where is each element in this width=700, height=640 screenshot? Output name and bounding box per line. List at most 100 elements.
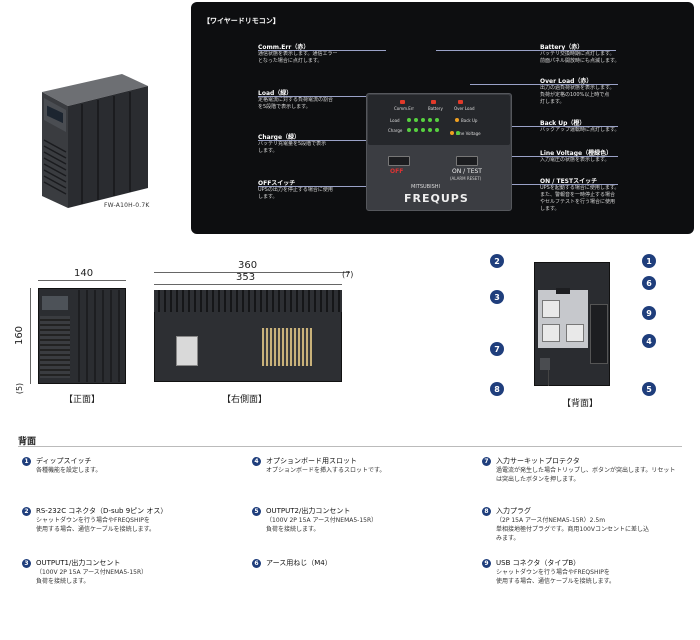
charge-led <box>435 128 439 132</box>
side-component-view <box>262 328 312 366</box>
back-view-caption: 【背面】 <box>562 399 599 409</box>
battery-panel-label: Battery <box>428 106 443 111</box>
spec-item: 2 RS-232C コネクタ（D-sub 9ピン オス） シャットダウンを行う場… <box>22 506 222 534</box>
spec-item: 3 OUTPUT1/出力コンセント （100V 2P 15A アース付NEMA5… <box>22 558 222 586</box>
spec-desc: オプションボードを挿入するスロットです。 <box>266 467 386 474</box>
off-button[interactable] <box>388 156 410 166</box>
spec-item: 7 入力サーキットプロテクタ 過電流が発生した場合トリップし、ボタンが突出します… <box>482 456 696 484</box>
load-led <box>428 118 432 122</box>
remote-title: 【ワイヤードリモコン】 <box>203 17 280 25</box>
spec-title: RS-232C コネクタ（D-sub 9ピン オス） <box>36 507 168 515</box>
callout-desc: 負荷が定格の100%以上時で点 <box>540 92 610 98</box>
spec-desc: は突出したボタンを押します。 <box>496 476 580 483</box>
callout-desc: 定格電流に対する負荷電流の割合 <box>258 97 334 103</box>
callout-label: Over Load（赤） <box>540 78 593 85</box>
callout-desc: を5段階で表示します。 <box>258 104 311 110</box>
spec-number: 5 <box>252 507 261 516</box>
spec-item: 4 オプションボード用スロット オプションボードを挿入するスロットです。 <box>252 456 452 475</box>
callout-number-1: 1 <box>642 254 656 268</box>
front-side-pattern <box>72 290 124 382</box>
callout-desc: します。 <box>540 206 560 212</box>
comm-err-led <box>400 100 405 104</box>
callout-desc: 出力の過負荷状態を表示します。 <box>540 85 615 91</box>
callout-line-voltage: Line Voltage（橙緑色） 入力電圧の状態を表示します。 <box>540 148 690 164</box>
load-led <box>414 118 418 122</box>
callout-desc: します。 <box>258 194 278 200</box>
side-extra-value: (7) <box>342 270 354 279</box>
leader-line <box>480 184 618 185</box>
line-voltage-led <box>456 131 460 135</box>
width-dimension-line <box>38 280 126 281</box>
callout-label: Comm.Err（赤） <box>258 44 310 51</box>
load-led <box>435 118 439 122</box>
callout-label: Charge（緑） <box>258 134 301 141</box>
spec-desc: 各種機能を設定します。 <box>36 467 102 474</box>
spec-number: 8 <box>482 507 491 516</box>
option-slot <box>590 304 608 364</box>
leader-line <box>436 50 616 51</box>
spec-desc: 使用する場合、通信ケーブルを接続します。 <box>36 526 156 533</box>
spec-number: 2 <box>22 507 31 516</box>
front-height-value: 160 <box>14 325 26 346</box>
spec-desc: （2P 15A アース付NEMA5-15R）2.5m <box>496 517 606 524</box>
rs232c-port <box>556 288 570 294</box>
spec-desc: シャットダウンを行う場合やFREQSHIPを <box>36 517 150 524</box>
callout-battery: Battery（赤） バッテリ交換時期に点灯します。 前面パネル開放時にも点滅し… <box>540 42 690 65</box>
side-view-caption: 【右側面】 <box>222 395 268 405</box>
callout-desc: となった場合に点灯します。 <box>258 58 323 64</box>
outlet-2 <box>542 324 560 342</box>
callout-comm-err: Comm.Err（赤） 通信状態を表示します。通信エラー となった場合に点灯しま… <box>258 42 358 65</box>
off-button-label: OFF <box>390 168 404 175</box>
callout-number-3: 3 <box>490 290 504 304</box>
brand-label: MITSUBISHI <box>411 184 440 190</box>
callout-back-up: Back Up（橙） バックアップ運転時に点灯します。 <box>540 118 690 134</box>
callout-desc: UPSを起動する場合に使用します。 <box>540 185 620 191</box>
leader-line <box>258 50 386 51</box>
side-total-dimension-line <box>154 272 350 273</box>
spec-title: オプションボード用スロット <box>266 457 357 465</box>
side-label <box>176 336 198 366</box>
side-total-value: 360 <box>238 260 258 271</box>
outlet-1 <box>542 300 560 318</box>
spec-title: 入力プラグ <box>496 507 531 515</box>
spec-item: 5 OUTPUT2/出力コンセント （100V 2P 15A アース付NEMA5… <box>252 506 452 534</box>
callout-number-9: 9 <box>642 306 656 320</box>
over-load-led <box>458 100 463 104</box>
callout-label: ON / TESTスイッチ <box>540 178 598 185</box>
line-voltage-led <box>450 131 454 135</box>
back-up-led <box>455 118 459 122</box>
leader-line <box>470 126 618 127</box>
comm-err-panel-label: Comm.Err <box>394 106 415 111</box>
leader-line <box>258 96 408 97</box>
callout-number-8: 8 <box>490 382 504 396</box>
over-load-panel-label: Over Load <box>454 106 475 111</box>
spec-item: 8 入力プラグ （2P 15A アース付NEMA5-15R）2.5m 単相接地極… <box>482 506 696 543</box>
callout-over-load: Over Load（赤） 出力の過負荷状態を表示します。 負荷が定格の100%以… <box>540 76 690 106</box>
spec-number: 1 <box>22 457 31 466</box>
callout-label: Load（緑） <box>258 90 293 97</box>
callout-desc: UPSの出力を停止する場合に使用 <box>258 187 333 193</box>
callout-on-test-switch: ON / TESTスイッチ UPSを起動する場合に使用します。 また、警報音を一… <box>540 176 690 213</box>
callout-desc: バッテリ交換時期に点灯します。 <box>540 51 615 57</box>
load-led <box>407 118 411 122</box>
charge-panel-label: Charge <box>388 128 403 133</box>
line-voltage-panel-label: Line Voltage <box>456 131 481 136</box>
spec-desc: 負荷を接続します。 <box>266 526 320 533</box>
circuit-protector <box>540 358 550 370</box>
spec-desc: 過電流が発生した場合トリップし、ボタンが突出します。リセット <box>496 467 676 474</box>
alarm-reset-label: (ALARM RESET) <box>450 176 482 181</box>
product-model-label: FW-A10H-0.7K <box>104 202 150 209</box>
on-test-button[interactable] <box>456 156 478 166</box>
height-dimension-line <box>30 288 31 384</box>
callout-off-switch: OFFスイッチ UPSの出力を停止する場合に使用 します。 <box>258 178 358 201</box>
spec-item: 6 アース用ねじ（M4） <box>252 558 452 568</box>
brand-logo: FREQUPS <box>404 192 469 205</box>
callout-label: Line Voltage（橙緑色） <box>540 150 613 157</box>
callout-number-6: 6 <box>642 276 656 290</box>
spec-title: 入力サーキットプロテクタ <box>496 457 580 465</box>
callout-desc: 通信状態を表示します。通信エラー <box>258 51 338 57</box>
callout-charge: Charge（緑） バッテリ充電量を5段階で表示 します。 <box>258 132 358 155</box>
spec-desc: シャットダウンを行う場合やFREQSHIPを <box>496 569 610 576</box>
leader-line <box>470 84 618 85</box>
section-divider <box>18 446 682 447</box>
